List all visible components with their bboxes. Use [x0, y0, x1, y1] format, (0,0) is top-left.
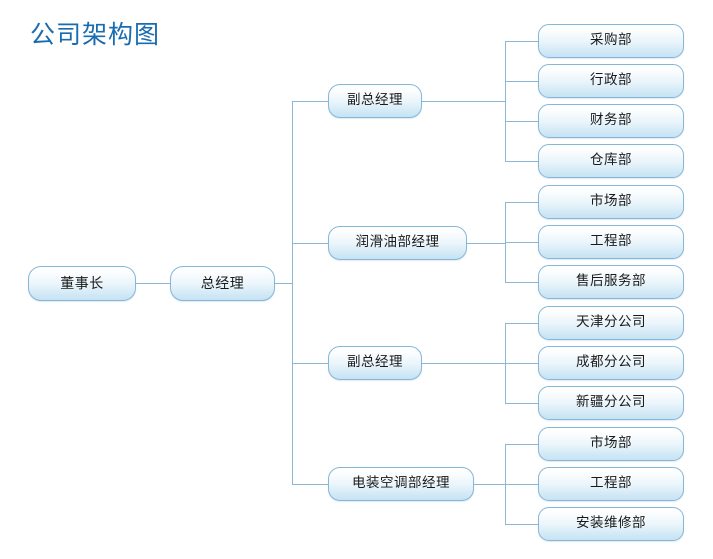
node-dept-engineering-hvac[interactable]: 工程部: [538, 467, 684, 501]
node-branch-chengdu-label: 成都分公司: [576, 354, 646, 371]
connector-subtrunk3-to-leaf-2: [505, 363, 539, 364]
connector-chairman-to-gm: [136, 283, 172, 284]
node-dept-marketing-hvac-label: 市场部: [590, 435, 632, 452]
node-branch-xinjiang[interactable]: 新疆分公司: [538, 386, 684, 420]
node-branch-xinjiang-label: 新疆分公司: [576, 394, 646, 411]
node-branch-tianjin-label: 天津分公司: [576, 314, 646, 331]
node-dept-installation-maintenance-label: 安装维修部: [576, 515, 646, 532]
node-dept-marketing-lubricant-label: 市场部: [590, 193, 632, 210]
node-dept-engineering-lubricant-label: 工程部: [590, 233, 632, 250]
connector-subtrunk4-to-leaf-2: [505, 484, 539, 485]
node-general-manager[interactable]: 总经理: [170, 266, 275, 301]
connector-manager3-to-subtrunk: [421, 363, 506, 364]
connector-subtrunk1-to-leaf-1: [505, 41, 539, 42]
connector-subtrunk2-to-leaf-2: [505, 242, 539, 243]
node-dept-warehouse[interactable]: 仓库部: [538, 144, 684, 178]
node-branch-chengdu[interactable]: 成都分公司: [538, 346, 684, 380]
connector-trunk-to-manager-4: [292, 484, 329, 485]
node-manager-2-label: 润滑油部经理: [355, 234, 440, 251]
node-manager-1-label: 副总经理: [347, 92, 403, 109]
node-manager-hvac[interactable]: 电装空调部经理: [328, 467, 474, 501]
connector-trunk-to-manager-2: [292, 243, 329, 244]
node-chairman-label: 董事长: [60, 275, 104, 292]
connector-manager1-to-subtrunk: [421, 101, 506, 102]
connector-subtrunk4-to-leaf-1: [505, 444, 539, 445]
connector-gm-to-trunk: [274, 283, 293, 284]
node-dept-purchasing-label: 采购部: [590, 32, 632, 49]
node-branch-tianjin[interactable]: 天津分公司: [538, 306, 684, 340]
node-dept-finance[interactable]: 财务部: [538, 104, 684, 138]
node-dept-installation-maintenance[interactable]: 安装维修部: [538, 507, 684, 541]
node-manager-4-label: 电装空调部经理: [352, 475, 450, 492]
connector-subtrunk-1: [505, 41, 506, 161]
node-dept-finance-label: 财务部: [590, 112, 632, 129]
connector-trunk-to-manager-1: [292, 101, 329, 102]
connector-subtrunk1-to-leaf-2: [505, 81, 539, 82]
node-manager-lubricant[interactable]: 润滑油部经理: [328, 226, 467, 260]
node-dept-after-sales[interactable]: 售后服务部: [538, 265, 684, 299]
connector-subtrunk3-to-leaf-3: [505, 403, 539, 404]
node-dept-marketing-hvac[interactable]: 市场部: [538, 427, 684, 461]
node-dept-warehouse-label: 仓库部: [590, 152, 632, 169]
node-dept-purchasing[interactable]: 采购部: [538, 24, 684, 58]
node-dept-marketing-lubricant[interactable]: 市场部: [538, 185, 684, 219]
node-general-manager-label: 总经理: [200, 275, 245, 292]
node-dept-administration[interactable]: 行政部: [538, 64, 684, 98]
connector-trunk-vertical: [292, 101, 293, 484]
connector-manager2-to-subtrunk: [466, 243, 506, 244]
node-chairman[interactable]: 董事长: [28, 266, 136, 301]
connector-subtrunk3-to-leaf-1: [505, 323, 539, 324]
node-manager-deputy-gm-2[interactable]: 副总经理: [328, 346, 422, 380]
node-manager-deputy-gm-1[interactable]: 副总经理: [328, 84, 422, 118]
connector-subtrunk4-to-leaf-3: [505, 524, 539, 525]
node-dept-engineering-hvac-label: 工程部: [590, 475, 632, 492]
connector-subtrunk1-to-leaf-4: [505, 161, 539, 162]
connector-manager4-to-subtrunk: [473, 484, 506, 485]
node-manager-3-label: 副总经理: [347, 354, 403, 371]
node-dept-after-sales-label: 售后服务部: [576, 273, 646, 290]
node-dept-administration-label: 行政部: [590, 72, 632, 89]
node-dept-engineering-lubricant[interactable]: 工程部: [538, 225, 684, 259]
connector-subtrunk1-to-leaf-3: [505, 121, 539, 122]
connector-trunk-to-manager-3: [292, 363, 329, 364]
connector-subtrunk2-to-leaf-1: [505, 202, 539, 203]
page-title: 公司架构图: [30, 20, 161, 49]
connector-subtrunk2-to-leaf-3: [505, 282, 539, 283]
